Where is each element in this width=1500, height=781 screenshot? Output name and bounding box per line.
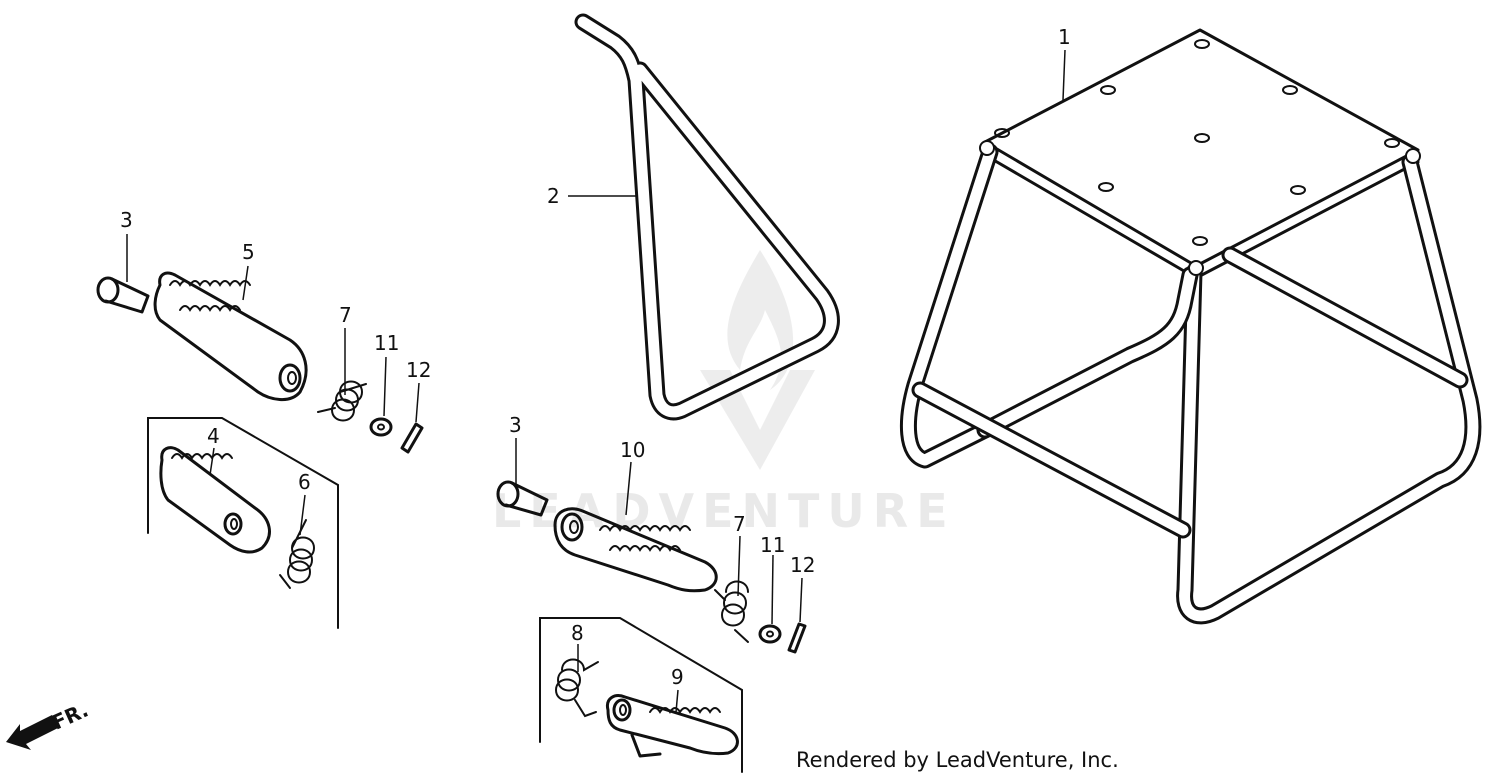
part-5-footpeg-left xyxy=(153,271,308,401)
callout-3-left: 3 xyxy=(120,208,133,232)
callout-7-left: 7 xyxy=(339,303,352,327)
part-2-stand-bracket xyxy=(574,13,840,421)
part-3-bolt-right xyxy=(496,480,549,517)
part-6-spring-left-alt xyxy=(279,519,316,589)
inset-box-left xyxy=(147,417,339,629)
part-7-spring-right xyxy=(714,580,749,643)
watermark-flame-logo xyxy=(700,250,815,470)
stand-top-plate xyxy=(983,28,1420,268)
part-11-washer-left xyxy=(369,417,393,437)
part-3-bolt-left xyxy=(96,276,150,314)
front-label: FR. xyxy=(48,698,92,735)
callout-labels: 1 2 3 5 7 11 12 4 6 3 10 7 11 12 8 9 xyxy=(120,25,1071,689)
watermark: LEADVENTURE xyxy=(492,250,956,538)
watermark-text: LEADVENTURE xyxy=(492,484,956,538)
part-11-washer-right xyxy=(758,624,782,644)
part-7-spring-left xyxy=(317,380,367,422)
callout-6: 6 xyxy=(298,470,311,494)
callout-12-right: 12 xyxy=(790,553,815,577)
front-direction-indicator: FR. xyxy=(6,698,92,750)
callout-5: 5 xyxy=(242,240,255,264)
part-12-pin-right xyxy=(787,622,807,654)
callout-3-right: 3 xyxy=(509,413,522,437)
part-1-bike-stand xyxy=(899,28,1482,625)
callout-12-left: 12 xyxy=(406,358,431,382)
front-arrow-icon xyxy=(6,715,58,750)
callout-9: 9 xyxy=(671,665,684,689)
part-10-footpeg-right xyxy=(553,507,718,593)
callout-1: 1 xyxy=(1058,25,1071,49)
part-12-pin-left xyxy=(400,422,424,454)
callout-8: 8 xyxy=(571,621,584,645)
part-8-spring-right-alt xyxy=(555,658,599,718)
leader-lines xyxy=(126,49,1066,713)
stand-legs xyxy=(899,143,1482,625)
part-4-footpeg-left-alt xyxy=(159,446,271,554)
inset-box-right xyxy=(539,617,743,773)
callout-2: 2 xyxy=(547,184,560,208)
callout-10: 10 xyxy=(620,438,645,462)
callout-11-left: 11 xyxy=(374,331,399,355)
part-9-footpeg-right-alt xyxy=(605,694,739,758)
render-credit: Rendered by LeadVenture, Inc. xyxy=(796,748,1119,772)
callout-7-right: 7 xyxy=(733,512,746,536)
callout-11-right: 11 xyxy=(760,533,785,557)
callout-4: 4 xyxy=(207,424,220,448)
